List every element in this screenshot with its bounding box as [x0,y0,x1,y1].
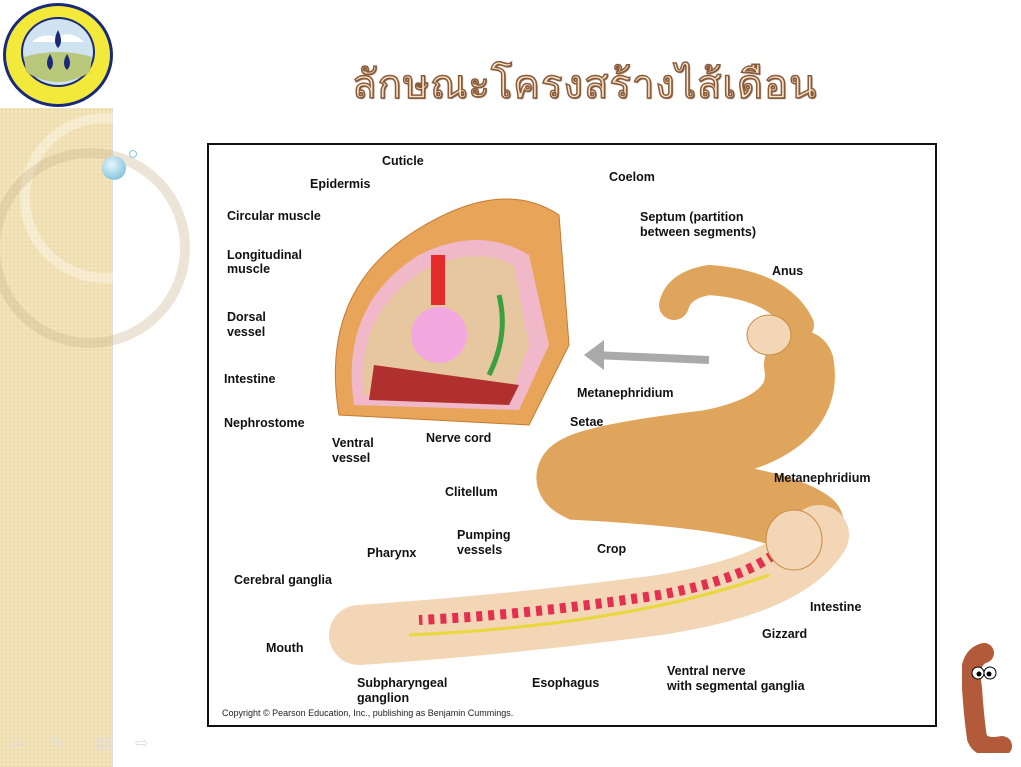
worm-mascot [962,643,1012,753]
label-ventral-vessel: Ventral [332,436,374,450]
label-dorsal-vessel: vessel [227,325,266,339]
label-septum: between segments) [640,225,757,239]
label-setae: Setae [570,415,604,429]
label-intestine: Intestine [224,372,276,386]
tail-cross-section [746,314,792,356]
label-anus: Anus [772,264,804,278]
label-subpharyngeal-ganglion: ganglion [357,691,410,705]
label-pharynx: Pharynx [367,546,417,560]
worm-tail [659,264,814,340]
ventral-nerve [408,573,770,637]
label-ventral-nerve: Ventral nerve [667,664,746,678]
label-epidermis: Epidermis [310,177,371,191]
cross-section-floor [369,365,519,405]
arrow-head [584,340,604,370]
label-cerebral-ganglia: Cerebral ganglia [234,573,332,587]
decorative-ring [0,148,190,348]
sidebar-decoration [0,108,190,767]
earthworm-illustration [329,198,849,665]
label-circular-muscle: Circular muscle [227,209,321,223]
label-septum: Septum (partition [640,210,744,224]
digestive-tract [418,527,804,625]
worm-midbody [536,330,844,560]
nav-menu-button[interactable]: ▤ [95,735,111,752]
slide-title: ลักษณะโครงสร้างไส้เดือน [351,61,818,109]
label-nephrostome: Nephrostome [224,416,305,430]
label-longitudinal-muscle: muscle [227,262,271,276]
arrow-shaft [593,351,710,364]
municipality-logo [3,3,113,107]
label-esophagus: Esophagus [532,676,600,690]
nav-next-button[interactable]: ⇨ [135,735,149,752]
body-cross-section [765,509,823,571]
label-intestine: Intestine [810,600,862,614]
label-mouth: Mouth [266,641,304,655]
label-ventral-vessel: vessel [332,451,371,465]
label-ventral-nerve: with segmental ganglia [667,679,805,693]
label-pumping-vessels: vessels [457,543,503,557]
metanephridium-shape [486,294,505,377]
label-cuticle: Cuticle [382,154,424,168]
label-longitudinal-muscle: Longitudinal [227,248,302,262]
decorative-bubble [129,150,137,158]
label-crop: Crop [597,542,627,556]
label-clitellum: Clitellum [445,485,498,499]
label-pumping-vessels: Pumping [457,528,511,542]
worm-front-body [329,505,849,665]
earthworm-diagram: Cuticle Epidermis Coelom Circular muscle… [207,143,937,727]
label-nerve-cord: Nerve cord [426,431,492,445]
label-coelom: Coelom [609,170,655,184]
label-gizzard: Gizzard [762,627,808,641]
label-dorsal-vessel: Dorsal [227,310,266,324]
decorative-bubble [102,156,126,180]
nav-prev-button[interactable]: ⇦ [10,735,24,752]
copyright-text: Copyright © Pearson Education, Inc., pub… [222,708,514,718]
dorsal-vessel-shape [431,255,445,305]
intestine-section [411,307,467,363]
label-metanephridium: Metanephridium [577,386,674,400]
label-subpharyngeal-ganglion: Subpharyngeal [357,676,448,690]
nav-pen-button[interactable]: ✎ [50,735,64,752]
label-metanephridium: Metanephridium [774,471,871,485]
